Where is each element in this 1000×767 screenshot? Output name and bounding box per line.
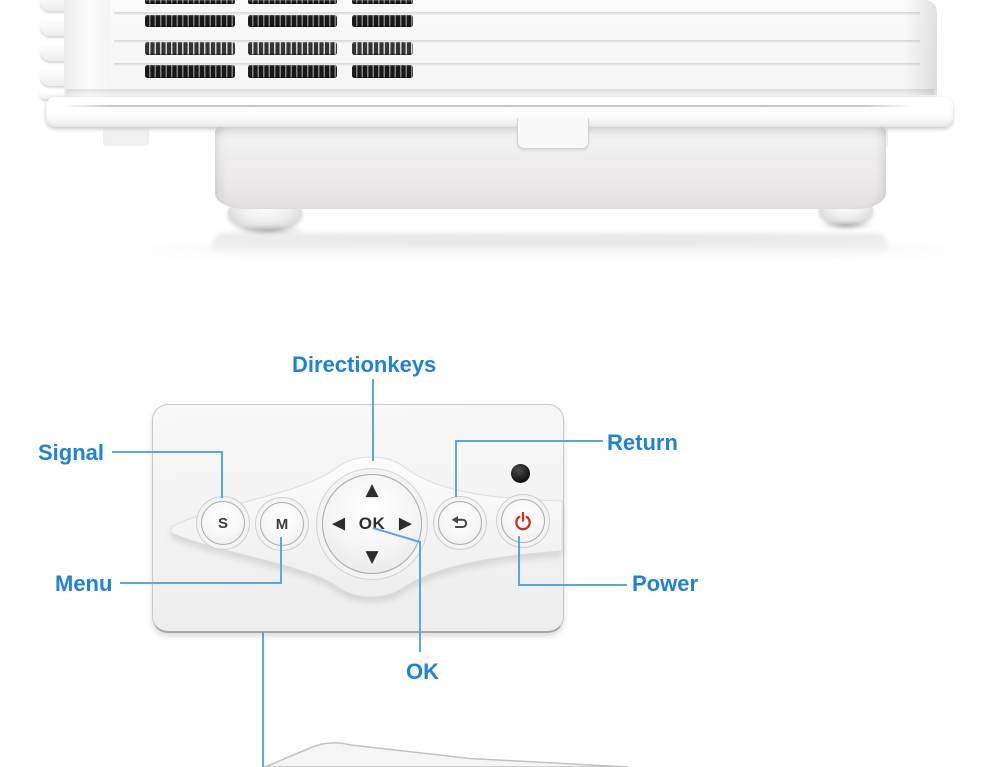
control-panel: S M ▲ ▼ ◀ ▶ OK	[152, 404, 564, 633]
annotation-signal: Signal	[38, 440, 105, 465]
annotation-return: Return	[607, 430, 678, 455]
vent-slot	[352, 42, 413, 55]
slat-groove	[114, 63, 920, 66]
foot-shadow	[818, 221, 876, 230]
vent-slot	[145, 15, 235, 27]
rib	[40, 15, 67, 36]
vent-slot	[145, 0, 235, 4]
vent-slot	[248, 0, 337, 4]
right-arrow-icon: ▶	[398, 513, 412, 534]
vent-slot	[145, 42, 235, 55]
vent-slot	[352, 65, 413, 78]
down-arrow-icon: ▼	[365, 547, 379, 567]
vent-slot	[248, 65, 337, 78]
vent-slot	[352, 15, 413, 27]
menu-button: M	[260, 502, 304, 546]
rib	[40, 0, 67, 11]
vent-slot	[145, 65, 235, 78]
annotation-directionkeys: Directionkeys	[292, 352, 437, 377]
menu-button-label: M	[275, 515, 289, 533]
lip-seam-line	[62, 105, 911, 107]
projector-left-side	[64, 0, 112, 97]
annotation-ok: OK	[406, 659, 439, 684]
left-arrow-icon: ◀	[332, 513, 346, 534]
return-button	[438, 501, 482, 545]
vent-slot	[352, 0, 413, 4]
vent-slot	[248, 15, 337, 27]
left-step	[103, 127, 149, 146]
face-right-shade	[905, 0, 937, 95]
reflection	[212, 233, 888, 263]
up-arrow-icon: ▲	[365, 480, 379, 500]
power-icon	[515, 511, 531, 531]
ok-button-label: OK	[358, 514, 386, 533]
undo-back-arrow-icon	[451, 516, 468, 528]
foot-shadow	[230, 225, 308, 235]
annotation-menu: Menu	[55, 571, 113, 596]
ir-sensor-dot	[511, 464, 530, 483]
vent-slot	[248, 42, 337, 55]
slat-groove	[114, 40, 920, 43]
direction-pad: ▲ ▼ ◀ ▶ OK	[322, 474, 422, 574]
power-button	[501, 499, 545, 543]
latch-tab	[517, 118, 589, 149]
rib	[40, 40, 67, 61]
signal-button-label: S	[217, 514, 228, 532]
annotation-power: Power	[632, 571, 699, 596]
slat-groove	[114, 12, 920, 15]
face-bottom-shadow	[66, 89, 934, 97]
base-lip	[46, 97, 953, 127]
signal-button: S	[201, 501, 245, 545]
rib	[40, 90, 67, 99]
reflection	[150, 238, 950, 264]
projector-front-face	[110, 0, 937, 97]
rib	[40, 65, 67, 86]
projector-bottom-photo	[0, 0, 1000, 280]
